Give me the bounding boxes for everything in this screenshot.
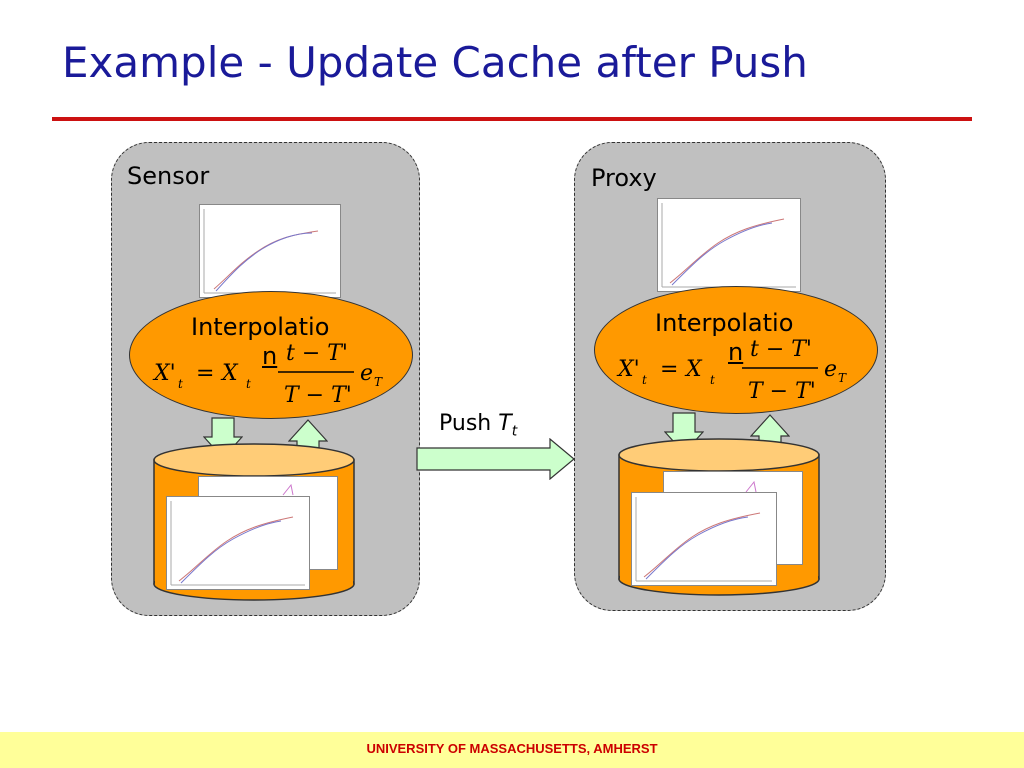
formula-lhs: X' (616, 357, 640, 382)
proxy-formula: X' t = X t t − T' T − T' e T (616, 337, 847, 404)
sensor-formula: X' t = X t t − T' T − T' e T (152, 341, 383, 408)
proxy-cache-chart-front (631, 492, 777, 586)
formula-e: e (824, 357, 837, 382)
sensor-cache-chart-back-svg (282, 483, 294, 496)
proxy-interpolation-ellipse (594, 286, 878, 414)
push-label: Push Tt (439, 411, 517, 439)
footer-text: UNIVERSITY OF MASSACHUSETTS, AMHERST (366, 741, 658, 756)
sensor-interpolation-label: Interpolatio (191, 313, 330, 341)
formula-lhs-sub: t (178, 377, 183, 391)
push-arrow (416, 438, 575, 480)
sensor-top-chart (199, 204, 341, 298)
formula-numerator: t − T' (750, 337, 812, 362)
formula-e-sub: T (374, 375, 383, 389)
formula-eq: = (660, 357, 678, 382)
slide-title: Example - Update Cache after Push (62, 38, 808, 87)
formula-denominator: T − T' (284, 383, 352, 408)
formula-e: e (360, 361, 373, 386)
sensor-cache-chart-front (166, 496, 310, 590)
proxy-cache-chart-back-svg (745, 480, 757, 493)
formula-x: X (684, 357, 703, 382)
sensor-interpolation-ellipse (129, 291, 413, 419)
formula-denominator: T − T' (748, 379, 816, 404)
proxy-top-chart-svg (661, 203, 796, 288)
formula-numerator: t − T' (286, 341, 348, 366)
sensor-interpolation-tail: n (262, 342, 278, 370)
proxy-interpolation-label: Interpolatio (655, 309, 794, 337)
proxy-interpolation-tail: n (728, 338, 744, 366)
push-var: T (498, 411, 512, 436)
formula-x: X (220, 361, 239, 386)
sensor-cache-chart-front-svg (170, 501, 305, 586)
formula-x-sub: t (246, 377, 251, 391)
sensor-top-chart-svg (203, 209, 336, 294)
proxy-label: Proxy (591, 164, 657, 192)
sensor-label: Sensor (127, 162, 210, 190)
title-rule (52, 117, 972, 121)
proxy-top-chart (657, 198, 801, 292)
formula-e-sub: T (838, 371, 847, 385)
footer-bar: UNIVERSITY OF MASSACHUSETTS, AMHERST (0, 732, 1024, 768)
push-text: Push (439, 411, 492, 436)
formula-lhs-sub: t (642, 373, 647, 387)
formula-eq: = (196, 361, 214, 386)
proxy-cache-chart-front-svg (635, 497, 772, 582)
formula-x-sub: t (710, 373, 715, 387)
push-var-sub: t (511, 423, 518, 440)
formula-lhs: X' (152, 361, 176, 386)
